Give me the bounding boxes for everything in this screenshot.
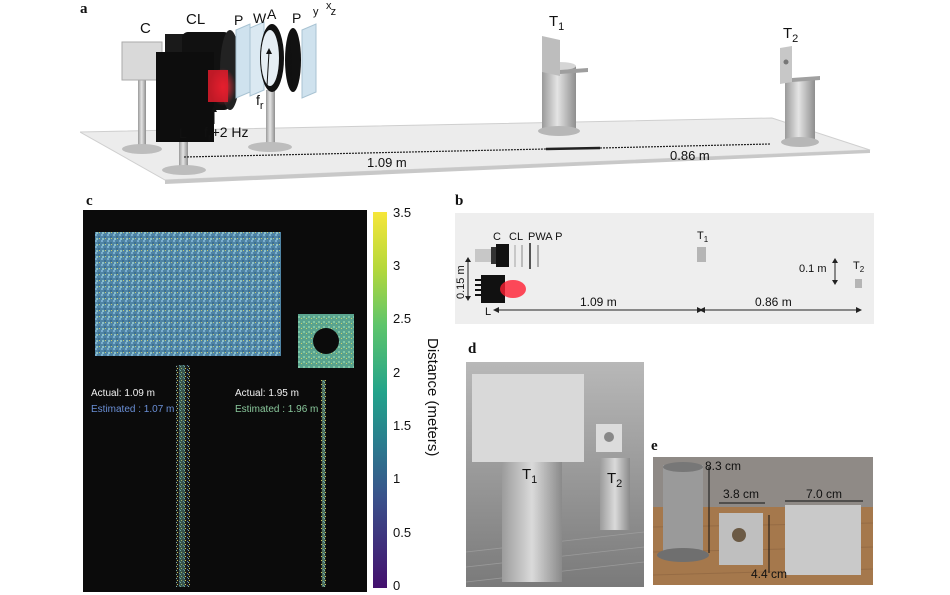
depth-map-image — [95, 232, 354, 587]
label-distance-1: 1.09 m — [367, 155, 407, 170]
label-camera-lens: CL — [186, 11, 206, 28]
target-1-plate — [542, 36, 560, 76]
label-camera: C — [140, 20, 151, 37]
schematic-drawing — [465, 243, 862, 313]
distance-line-2 — [599, 143, 771, 149]
polarizer-2 — [301, 23, 317, 99]
dimension-height-small: 4.4 cm — [751, 567, 788, 581]
panel-b-schematic: C CL PWA P T1 T2 0.15 m L 0.1 m 1.09 m 0… — [455, 213, 874, 324]
panel-c-depth-map: Actual: 1.09 m Estimated : 1.07 m Actual… — [83, 210, 367, 592]
schematic-label-laser: L — [485, 306, 492, 318]
target-1-post — [542, 66, 576, 130]
estimated-2-text: Estimated : 1.96 m — [235, 404, 319, 415]
schematic-label-target-2: T2 — [853, 260, 865, 275]
label-target-1: T1 — [549, 13, 565, 33]
schematic-target-1 — [697, 247, 706, 262]
axis-triad: y x z — [313, 0, 337, 18]
schematic-label-lens: CL — [509, 231, 524, 243]
analyzer — [285, 28, 301, 92]
label-laser: L — [179, 125, 187, 141]
schematic-lens — [496, 244, 509, 267]
schematic-label-gap: 0.1 m — [799, 263, 827, 275]
photo-label-target-2: T2 — [607, 470, 623, 490]
photo-label-target-1: T1 — [522, 466, 538, 486]
label-analyzer: A — [267, 6, 277, 22]
panel-label-e: e — [651, 438, 658, 454]
colorbar-label: Distance (meters) — [424, 338, 441, 457]
tick-label: 1.5 — [393, 418, 412, 433]
tick-label: 3.5 — [393, 205, 412, 220]
photo-post — [663, 465, 703, 553]
panel-label-b: b — [455, 193, 464, 209]
photo-target-1-post — [502, 452, 562, 582]
tick-label: 0.5 — [393, 525, 412, 540]
estimated-1-text: Estimated : 1.07 m — [91, 404, 175, 415]
schematic-label-distance-1: 1.09 m — [580, 295, 617, 309]
schematic-label-camera: C — [493, 231, 501, 243]
tick-label: 0 — [393, 578, 401, 593]
laser-beam — [208, 70, 228, 102]
tick-label: 2.5 — [393, 311, 412, 326]
panel-d-photo: T1 T2 — [466, 362, 644, 587]
target-2-plate — [780, 46, 792, 84]
laser-box — [156, 52, 214, 142]
tick-label: 1 — [393, 471, 401, 486]
targets-photo — [466, 362, 644, 587]
actual-1-text: Actual: 1.09 m — [91, 388, 155, 399]
schematic-label-height: 0.15 m — [455, 265, 467, 299]
dimension-height: 8.3 cm — [705, 459, 742, 473]
target-2-post — [785, 80, 815, 142]
label-fr-plus-2hz: fr+2 Hz — [204, 124, 249, 144]
target-1-post-depth — [176, 365, 190, 587]
distance-line-1 — [183, 148, 547, 158]
optical-bench-illustration — [78, 21, 871, 184]
optics-post — [266, 90, 275, 146]
targets-dimensions-photo — [653, 457, 873, 585]
label-distance-2: 0.86 m — [670, 148, 710, 163]
label-fr: fr — [256, 92, 264, 112]
schematic-camera — [475, 249, 491, 262]
dimension-width-large: 7.0 cm — [806, 487, 843, 501]
laser-post — [179, 120, 188, 170]
schematic-label-distance-2: 0.86 m — [755, 295, 792, 309]
tick-label: 3 — [393, 258, 401, 273]
label-polarizer-1: P — [234, 12, 244, 28]
camera-post — [138, 80, 146, 148]
label-polarizer-2: P — [292, 10, 302, 26]
schematic-label-pwap: PWA P — [528, 231, 563, 243]
label-target-2: T2 — [783, 25, 799, 45]
dimension-width-small: 3.8 cm — [723, 487, 760, 501]
label-waveplate: W — [253, 10, 267, 26]
panel-a-setup-drawing: C CL P W A P y x z T1 T2 L fr+2 Hz fr 1.… — [78, 0, 950, 190]
schematic-label-target-1: T1 — [697, 230, 709, 245]
panel-label-a: a — [80, 1, 88, 17]
schematic-target-2 — [855, 279, 862, 288]
camera-box — [121, 41, 163, 81]
panel-label-d: d — [468, 341, 477, 357]
colorbar-ticks: 3.5 3 2.5 2 1.5 1 0.5 0 — [393, 205, 423, 595]
photo-target-1-plate — [472, 374, 584, 462]
photo-large-plate — [785, 505, 861, 575]
panel-label-c: c — [86, 193, 93, 209]
polarizer-1 — [235, 23, 251, 99]
colorbar — [373, 212, 387, 588]
tick-label: 2 — [393, 365, 401, 380]
actual-2-text: Actual: 1.95 m — [235, 388, 299, 399]
photo-target-2-post — [600, 458, 630, 530]
panel-e-photo: 8.3 cm 3.8 cm 7.0 cm 4.4 cm — [653, 457, 873, 585]
target-1-plate-depth — [95, 232, 281, 356]
